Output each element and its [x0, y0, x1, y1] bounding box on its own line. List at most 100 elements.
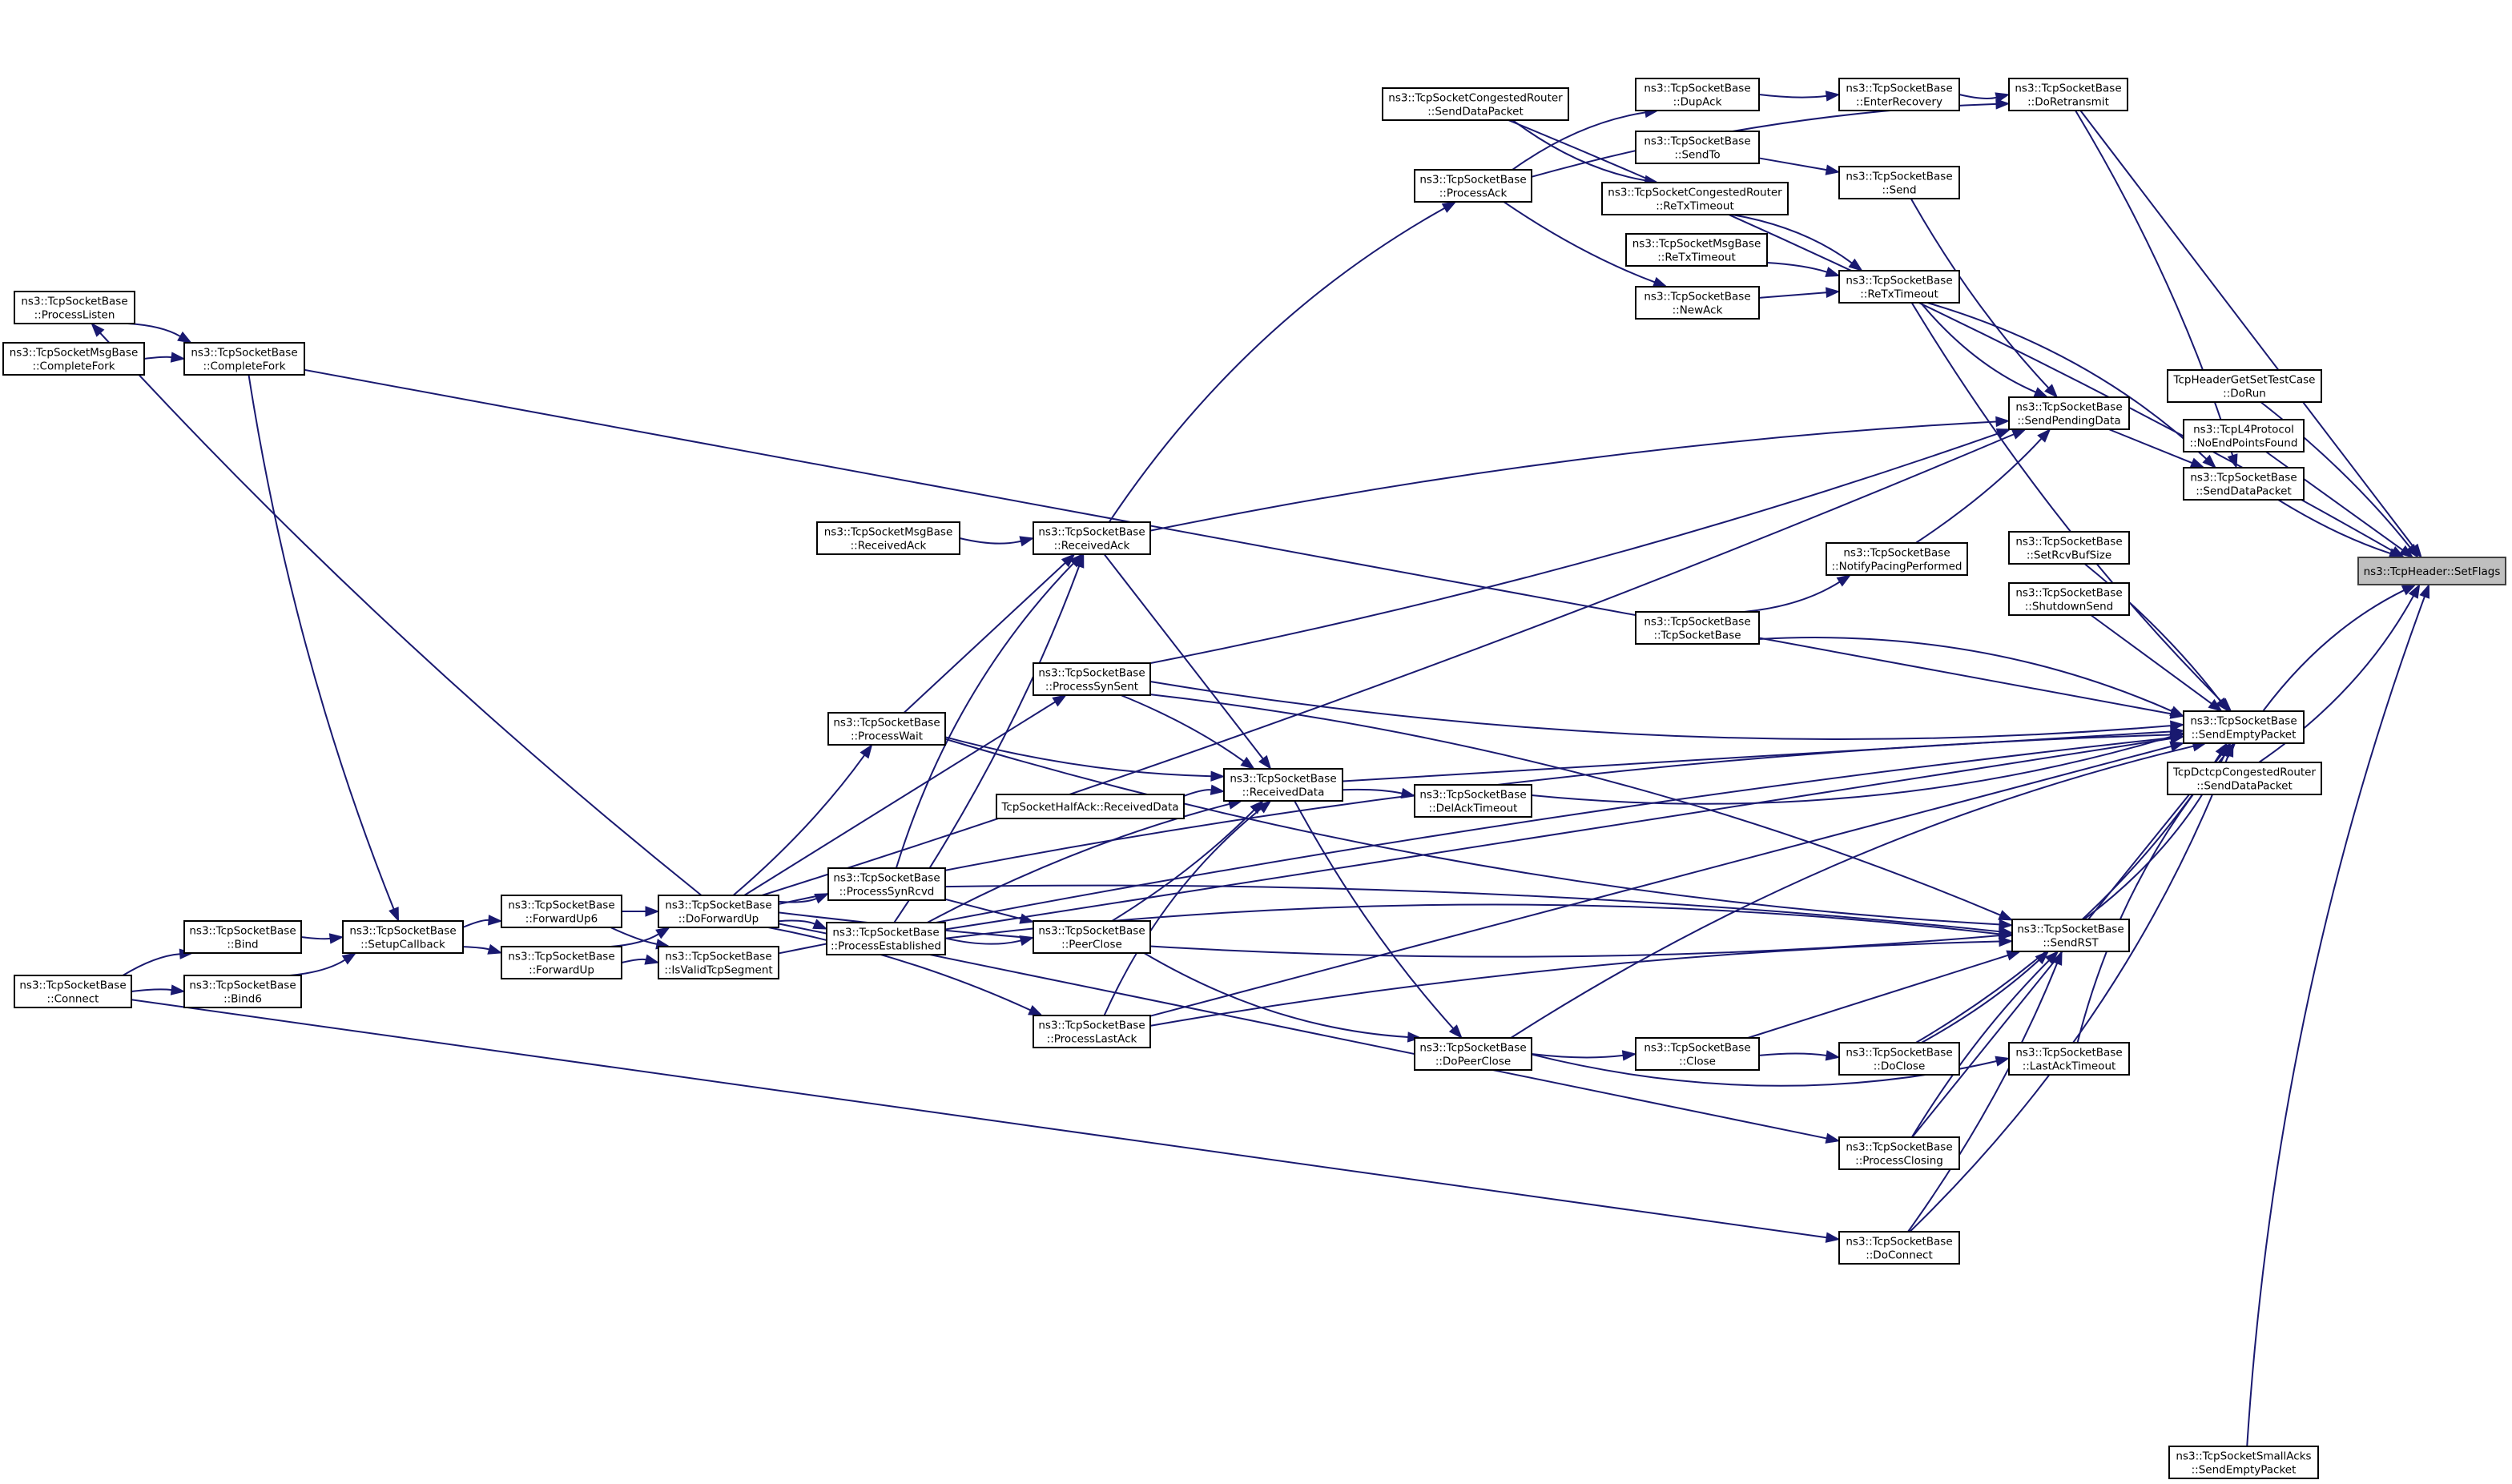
graph-node[interactable]: ns3::TcpSocketBase::Close [1635, 1037, 1760, 1071]
graph-node[interactable]: ns3::TcpSocketBase::ProcessClosing [1838, 1136, 1960, 1170]
edge-doforwardup-to-processlisten [91, 322, 702, 896]
graph-node[interactable]: ns3::TcpSocketBase::ReTxTimeout [1838, 270, 1960, 304]
arrowhead [2399, 545, 2414, 558]
node-box [1414, 169, 1532, 203]
edge-doforwardup-to-sendpending [761, 428, 2027, 896]
graph-node[interactable]: ns3::TcpSocketBase::ReceivedAck [1033, 521, 1151, 555]
graph-node[interactable]: ns3::TcpSocketBase::ProcessListen [14, 291, 135, 324]
node-label: ns3::TcpSocketBase [1230, 773, 1336, 786]
graph-node[interactable]: ns3::TcpSocketBase::LastAckTimeout [2008, 1042, 2130, 1076]
arrowhead [488, 915, 503, 926]
graph-node[interactable]: ns3::TcpSocketBase::Bind [183, 920, 302, 954]
edge-doforwardup-to-processwait [732, 743, 873, 896]
node-label: ns3::TcpSocketBase [21, 296, 127, 308]
edge-recvdata-to-sendempty [1342, 726, 2185, 782]
graph-node[interactable]: ns3::TcpSocketBase::DoConnect [1838, 1231, 1960, 1265]
node-label: ::Bind [227, 939, 258, 951]
graph-node[interactable]: ns3::TcpSocketBase::ProcessLastAck [1033, 1015, 1151, 1048]
arrowhead [644, 954, 660, 965]
edge-recvdata-to-dopeerclose [1294, 800, 1463, 1040]
arrowhead [2227, 453, 2238, 469]
graph-node[interactable]: ns3::TcpSocketBase::NewAck [1635, 286, 1760, 320]
graph-node[interactable]: ns3::TcpSocketBase::DelAckTimeout [1414, 784, 1532, 818]
graph-node[interactable]: ns3::TcpSocketBase::NotifyPacingPerforme… [1826, 542, 1968, 576]
graph-node[interactable]: ns3::TcpSocketBase::DoPeerClose [1414, 1037, 1532, 1071]
graph-node[interactable]: ns3::TcpSocketBase::SetRcvBufSize [2008, 531, 2130, 565]
graph-node[interactable]: TcpDctcpCongestedRouter::SendDataPacket [2167, 762, 2322, 795]
graph-node[interactable]: ns3::TcpSocketBase::DoRetransmit [2008, 78, 2128, 111]
graph-node[interactable]: ns3::TcpSocketBase::ProcessWait [827, 712, 946, 746]
node-label: ::DoClose [1874, 1060, 1926, 1073]
node-label: ::Bind6 [223, 993, 262, 1006]
edge-line [2277, 499, 2391, 554]
graph-node[interactable]: ns3::TcpSocketBase::ProcessSynRcvd [827, 867, 946, 901]
arrowhead [91, 322, 105, 337]
edge-completefork-to-setupcb [248, 374, 400, 923]
arrowhead [1448, 1024, 1463, 1040]
node-label: ::DoRetransmit [2027, 96, 2109, 109]
graph-node[interactable]: ns3::TcpSocketBase::SendDataPacket [2183, 467, 2305, 501]
edge-line [1149, 694, 2001, 916]
edge-close-to-doclose [1758, 1050, 1841, 1061]
edge-shutdownsend-to-sendempty [2090, 614, 2223, 712]
edge-line [1103, 808, 1262, 1016]
node-box [183, 920, 302, 954]
graph-node[interactable]: ns3::TcpL4Protocol::NoEndPointsFound [2183, 419, 2305, 452]
graph-node[interactable]: ns3::TcpSocketBase::SendPendingData [2008, 396, 2130, 430]
graph-node[interactable]: ns3::TcpSocketMsgBase::ReceivedAck [816, 521, 960, 555]
node-box [501, 946, 622, 979]
edge-sendto-to-send [1758, 157, 1841, 175]
graph-node[interactable]: ns3::TcpSocketCongestedRouter::ReTxTimeo… [1601, 182, 1789, 215]
graph-node[interactable]: ns3::TcpSocketBase::DoForwardUp [658, 895, 779, 928]
graph-node[interactable]: ns3::TcpSocketSmallAcks::SendEmptyPacket [2168, 1446, 2319, 1479]
graph-node[interactable]: ns3::TcpSocketBase::CompleteFork [183, 342, 305, 376]
graph-node[interactable]: ns3::TcpSocketBase::ProcessAck [1414, 169, 1532, 203]
graph-node[interactable]: ns3::TcpSocketBase::ProcessSynSent [1033, 662, 1151, 696]
arrowhead [1621, 1050, 1637, 1061]
edge-smallacks-to-setflags [2246, 583, 2430, 1447]
graph-node[interactable]: ns3::TcpSocketMsgBase::CompleteFork [2, 342, 145, 376]
node-label: ns3::TcpSocketMsgBase [824, 526, 953, 539]
graph-node[interactable]: ns3::TcpSocketBase::ReceivedData [1223, 768, 1343, 802]
edge-newack-to-retx [1758, 287, 1841, 299]
node-label: ::SendRST [2043, 937, 2099, 950]
node-box [14, 975, 132, 1008]
graph-node[interactable]: ns3::TcpSocketBase::DoClose [1838, 1042, 1960, 1076]
edge-connect-to-bind [122, 948, 195, 976]
root-node[interactable]: ns3::TcpHeader::SetFlags [2357, 557, 2506, 585]
edge-line [610, 927, 658, 945]
edge-line [767, 927, 1031, 1011]
graph-node[interactable]: ns3::TcpSocketBase::DupAck [1635, 78, 1760, 111]
edge-line [1921, 959, 2040, 1044]
graph-node[interactable]: ns3::TcpSocketBase::Bind6 [183, 975, 302, 1008]
graph-node[interactable]: ns3::TcpSocketBase::SetupCallback [342, 920, 464, 954]
graph-node[interactable]: ns3::TcpSocketBase::Connect [14, 975, 132, 1008]
node-label: ::ProcessLastAck [1047, 1033, 1137, 1046]
graph-node[interactable]: ns3::TcpSocketBase::ForwardUp6 [501, 895, 622, 928]
graph-node[interactable]: ns3::TcpSocketBase::SendTo [1635, 131, 1760, 164]
graph-node[interactable]: ns3::TcpSocketBase::TcpSocketBase [1635, 611, 1760, 645]
graph-node[interactable]: ns3::TcpSocketBase::ShutdownSend [2008, 582, 2130, 616]
edge-doconnect-to-sendempty [1909, 742, 2234, 1233]
node-label: ns3::TcpSocketBase [2015, 536, 2122, 549]
node-label: ::ForwardUp [529, 964, 594, 977]
edge-close-to-sendrst [1747, 950, 2022, 1039]
graph-node[interactable]: ns3::TcpSocketBase::ForwardUp [501, 946, 622, 979]
node-label: ns3::TcpSocketBase [2015, 82, 2121, 95]
graph-node[interactable]: ns3::TcpSocketBase::IsValidTcpSegment [658, 946, 779, 979]
graph-node[interactable]: TcpSocketHalfAck::ReceivedData [996, 794, 1185, 819]
graph-node[interactable]: ns3::TcpSocketMsgBase::ReTxTimeout [1625, 233, 1768, 267]
graph-node[interactable]: ns3::TcpSocketCongestedRouter::SendDataP… [1382, 87, 1569, 121]
graph-node[interactable]: TcpHeaderGetSetTestCase::DoRun [2167, 369, 2322, 403]
graph-node[interactable]: ns3::TcpSocketBase::PeerClose [1033, 920, 1151, 954]
node-box [1635, 611, 1760, 645]
edge-line [248, 374, 395, 910]
graph-node[interactable]: ns3::TcpSocketBase::Send [1838, 166, 1960, 199]
node-box [1414, 1037, 1532, 1071]
graph-node[interactable]: ns3::TcpSocketBase::ProcessEstablished [826, 922, 946, 955]
graph-node[interactable]: ns3::TcpSocketBase::EnterRecovery [1838, 78, 1960, 111]
edge-line [143, 356, 172, 360]
graph-node[interactable]: ns3::TcpSocketBase::SendEmptyPacket [2183, 710, 2305, 744]
node-label: ::SendEmptyPacket [2192, 729, 2297, 742]
graph-node[interactable]: ns3::TcpSocketBase::SendRST [2011, 919, 2130, 952]
